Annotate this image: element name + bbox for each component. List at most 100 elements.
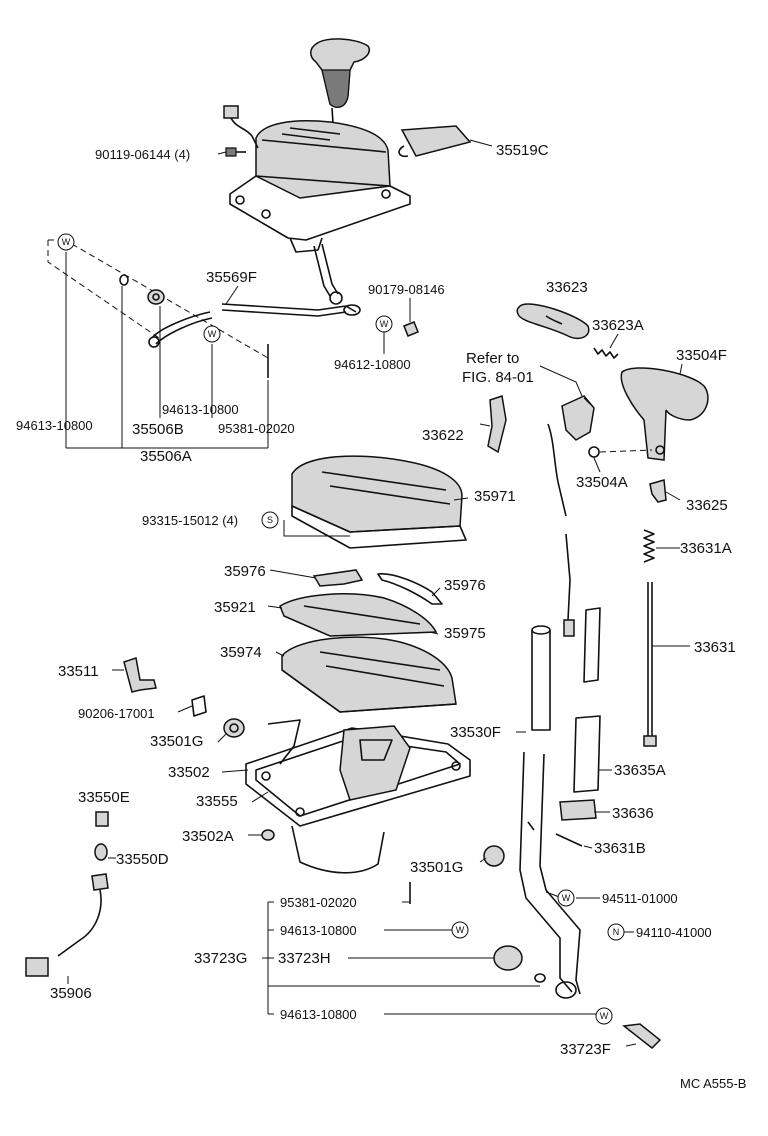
svg-text:W: W: [562, 893, 571, 903]
plate-35974: [281, 636, 457, 713]
washer-symbol-3: W: [375, 315, 393, 333]
bushing-33723H: [493, 945, 523, 971]
label-35921: 35921: [214, 599, 256, 616]
bushing-33501G-b: [483, 845, 505, 867]
label-33501G-a: 33501G: [150, 733, 203, 750]
label-33502A: 33502A: [182, 828, 234, 845]
spring-33631A: [643, 529, 655, 563]
lever-33530F: [519, 625, 581, 999]
label-94613-a: 94613-10800: [162, 402, 239, 417]
label-95381-b: 95381-02020: [280, 895, 357, 910]
washer-symbol-6: W: [595, 1007, 613, 1025]
harness-35906: [25, 873, 109, 977]
label-33530F: 33530F: [450, 724, 501, 741]
part-33622: [487, 395, 507, 454]
spring-33623A: [593, 347, 619, 359]
part-33625: [649, 479, 667, 503]
base-33502: [245, 725, 471, 874]
plate-35976a: [312, 569, 364, 587]
label-33631A: 33631A: [680, 540, 732, 557]
label-33625: 33625: [686, 497, 728, 514]
label-33502: 33502: [168, 764, 210, 781]
label-33550E: 33550E: [78, 789, 130, 806]
knob-button-33623: [516, 303, 590, 340]
label-33723H: 33723H: [278, 950, 331, 967]
grommet-90206: [191, 695, 207, 717]
washer-symbol-2: W: [203, 325, 221, 343]
pin-small: [534, 973, 546, 983]
label-33623: 33623: [546, 279, 588, 296]
svg-text:W: W: [62, 237, 71, 247]
shift-lever-assembly: [223, 38, 411, 305]
part-labels: 90119-06144 (4) 35519C 35569F 90179-0814…: [16, 142, 746, 1091]
rod-33631: [643, 582, 657, 747]
label-94110: 94110-41000: [636, 925, 712, 940]
label-94613-b: 94613-10800: [16, 418, 93, 433]
svg-text:W: W: [600, 1011, 609, 1021]
switch-33550E: [95, 811, 109, 827]
label-90206: 90206-17001: [78, 706, 155, 721]
plate-35921: [279, 593, 438, 637]
svg-text:W: W: [208, 329, 217, 339]
bushing-33501G-a: [223, 718, 245, 738]
label-35519C: 35519C: [496, 142, 549, 159]
label-35906: 35906: [50, 985, 92, 1002]
label-35975: 35975: [444, 625, 486, 642]
label-90119: 90119-06144 (4): [95, 147, 190, 162]
label-35976-a: 35976: [224, 563, 266, 580]
nut-symbol: N: [607, 923, 625, 941]
label-35506B: 35506B: [132, 421, 184, 438]
label-94613-c: 94613-10800: [280, 923, 357, 938]
bracket-33555: [267, 719, 301, 765]
label-33504A: 33504A: [576, 474, 628, 491]
bracket-33636: [559, 799, 597, 821]
label-35569F: 35569F: [206, 269, 257, 286]
washer-symbol-5: W: [451, 921, 469, 939]
label-94612: 94612-10800: [334, 357, 411, 372]
label-33723F: 33723F: [560, 1041, 611, 1058]
label-33631B: 33631B: [594, 840, 646, 857]
switch-wire: [539, 365, 595, 637]
label-refer-1: Refer to: [466, 350, 519, 367]
bolt-90119: [225, 147, 246, 157]
label-94613-d: 94613-10800: [280, 1007, 357, 1022]
bracket-33635A: [573, 607, 601, 793]
washer-symbol-4: W: [557, 889, 575, 907]
label-33555: 33555: [196, 793, 238, 810]
label-refer-2: FIG. 84-01: [462, 369, 534, 386]
svg-text:W: W: [456, 925, 465, 935]
stud-33723F: [622, 1023, 662, 1050]
label-33635A: 33635A: [614, 762, 666, 779]
label-33504F: 33504F: [676, 347, 727, 364]
plate-35519C: [398, 125, 472, 158]
spring-symbol: S: [261, 511, 279, 529]
bulb-33550D: [94, 843, 108, 861]
label-33501G-b: 33501G: [410, 859, 463, 876]
pin-33631B: [555, 833, 583, 847]
label-33622: 33622: [422, 427, 464, 444]
bolt-33511: [123, 657, 157, 693]
label-94511: 94511-01000: [602, 891, 678, 906]
label-33723G: 33723G: [194, 950, 247, 967]
label-33636: 33636: [612, 805, 654, 822]
cushion-33502A: [261, 829, 275, 841]
label-35971: 35971: [474, 488, 516, 505]
diagram-code: MC A555-B: [680, 1076, 746, 1091]
label-33550D: 33550D: [116, 851, 169, 868]
leader-lines: [65, 139, 690, 1047]
svg-text:S: S: [267, 515, 273, 525]
label-33511: 33511: [58, 663, 99, 680]
plate-35976b: [377, 573, 443, 605]
label-35974: 35974: [220, 644, 262, 661]
linkage-35506: [47, 239, 419, 378]
knob-33504F: [620, 367, 709, 461]
washer-33504A: [588, 446, 653, 458]
label-33623A: 33623A: [592, 317, 644, 334]
svg-text:N: N: [613, 927, 620, 937]
label-90179: 90179-08146: [368, 282, 445, 297]
label-35976-b: 35976: [444, 577, 486, 594]
cover-35971: [291, 455, 467, 549]
label-93315: 93315-15012 (4): [142, 513, 238, 528]
label-33631: 33631: [694, 639, 736, 656]
svg-text:W: W: [380, 319, 389, 329]
